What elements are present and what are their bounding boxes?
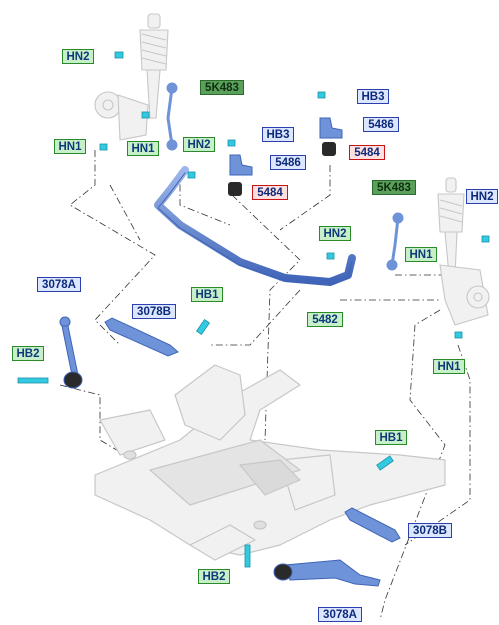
label-5486-lower: 5486 [270,155,306,170]
bushings [228,117,343,196]
label-5484-lower: 5484 [252,185,288,200]
lower-arm-left [59,316,179,389]
label-hn1-left-a: HN1 [54,139,86,154]
label-hn2-right: HN2 [466,189,498,204]
label-5486-upper: 5486 [363,117,399,132]
subframe [94,364,446,561]
label-3078a-left: 3078A [37,277,81,292]
label-hn2-mid: HN2 [183,137,215,152]
label-5484-upper: 5484 [349,145,385,160]
label-hb1-left: HB1 [191,287,223,302]
label-3078b-right: 3078B [408,523,452,538]
label-hn1-right-b: HN1 [433,359,465,374]
stabilizer-bar [154,166,356,286]
label-hn1-right-a: HN1 [405,247,437,262]
lower-arm-right [273,507,401,587]
label-hn2-center: HN2 [319,226,351,241]
strut-right [437,177,490,326]
label-5k483-right: 5K483 [372,180,416,195]
label-5482: 5482 [307,312,343,327]
fasteners [17,51,490,568]
label-3078a-right: 3078A [318,607,362,622]
label-hb3-upper: HB3 [357,89,389,104]
label-3078b-left: 3078B [132,304,176,319]
strut-left [94,13,169,141]
label-5k483-left: 5K483 [200,80,244,95]
stabilizer-link-right [386,212,404,271]
label-hb2-left: HB2 [12,346,44,361]
stabilizer-link-left [166,82,178,151]
label-hb2-right: HB2 [198,569,230,584]
label-hn2-top-left: HN2 [62,49,94,64]
label-hb3-lower: HB3 [262,127,294,142]
label-hn1-left-b: HN1 [127,141,159,156]
label-hb1-right: HB1 [375,430,407,445]
